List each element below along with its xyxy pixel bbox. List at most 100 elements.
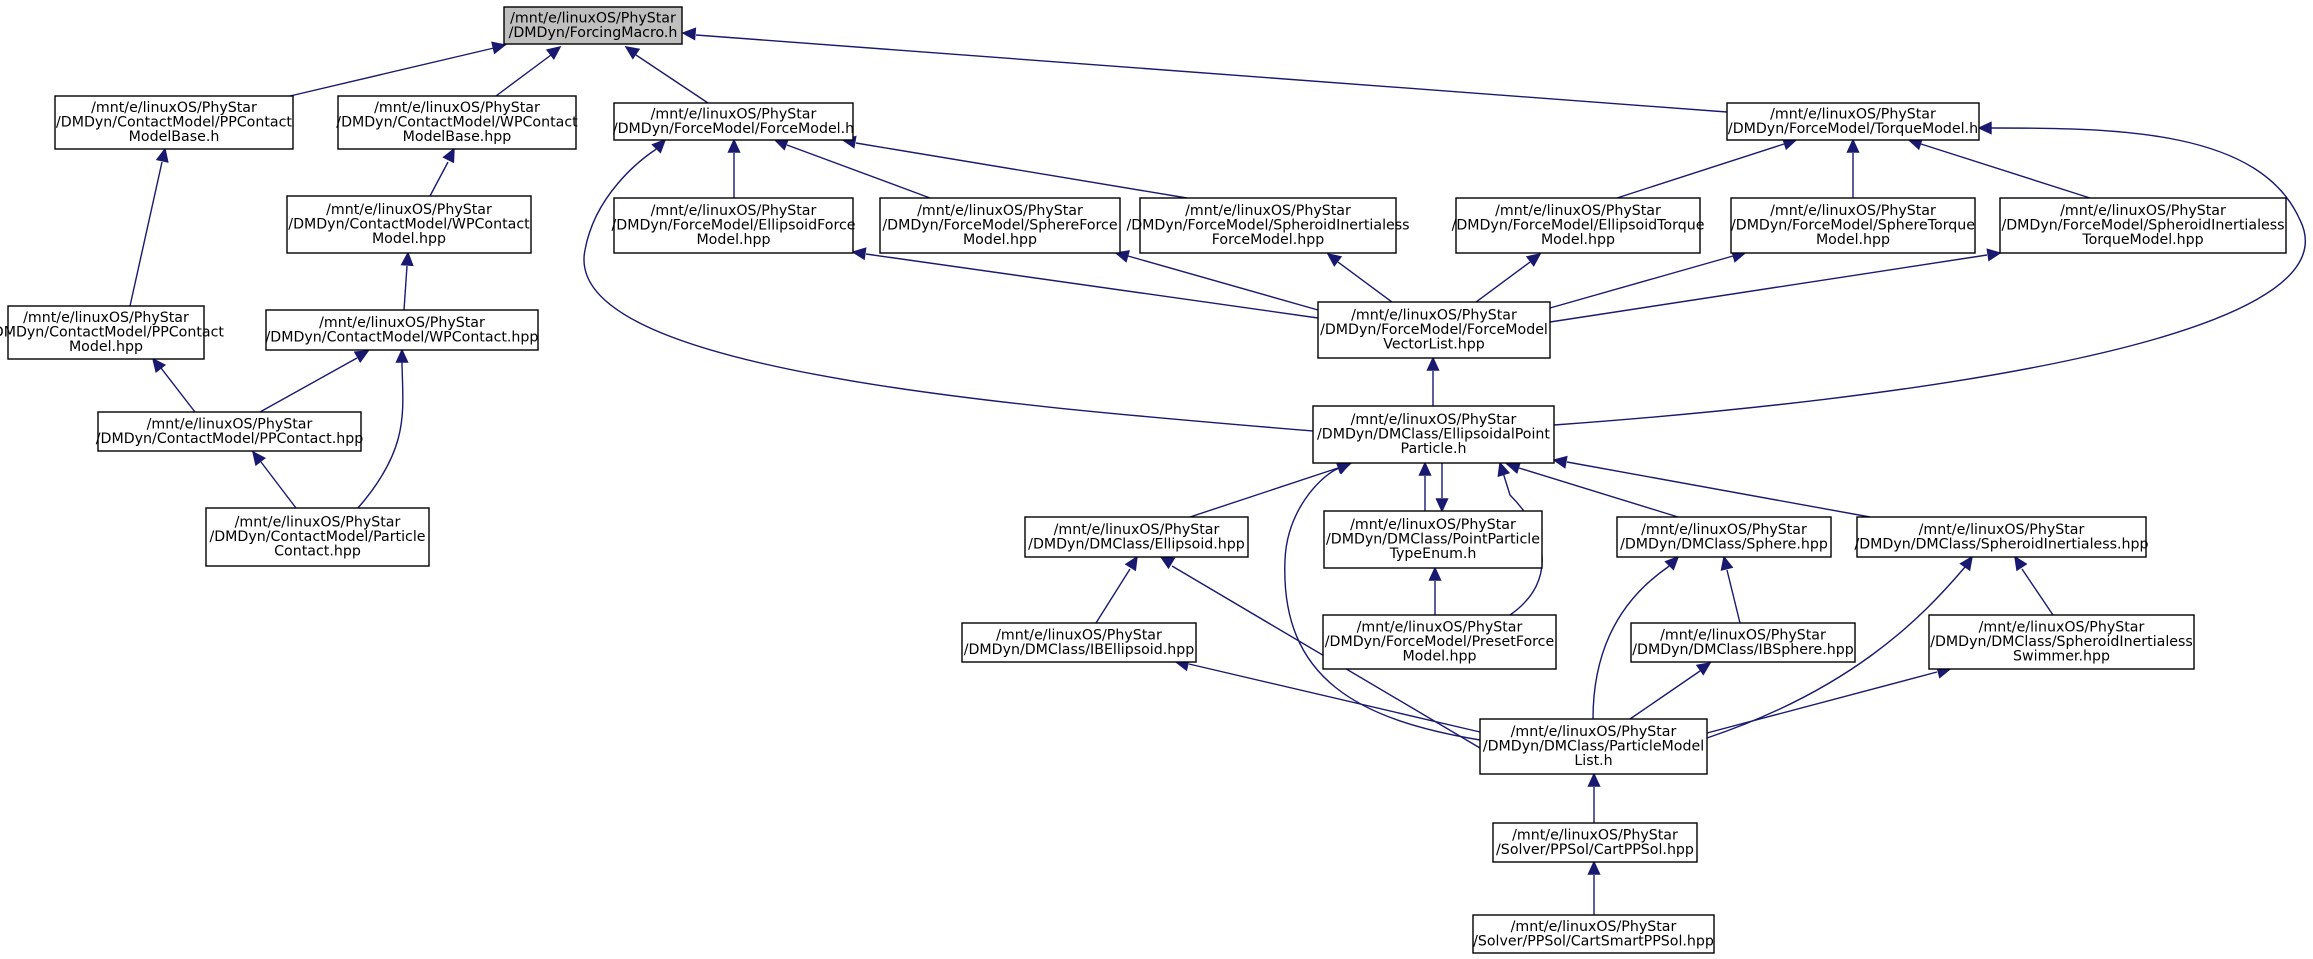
edge-ppcontact-to-wpcontact	[259, 350, 370, 413]
node-label-line: /mnt/e/linuxOS/PhyStar	[1770, 203, 1936, 219]
node-label-line: ForceModel.hpp	[1212, 232, 1325, 248]
node-forcemodel[interactable]: /mnt/e/linuxOS/PhyStar/DMDyn/ForceModel/…	[613, 102, 854, 141]
edge-ppcontactmodel-to-ppcontactmodelbase	[129, 147, 169, 307]
node-particlemodellist[interactable]: /mnt/e/linuxOS/PhyStar/DMDyn/DMClass/Par…	[1479, 718, 1708, 775]
node-spheroidinertialesstorque[interactable]: /mnt/e/linuxOS/PhyStar/DMDyn/ForceModel/…	[1999, 197, 2287, 254]
node-cartppsol[interactable]: /mnt/e/linuxOS/PhyStar/Solver/PPSol/Cart…	[1492, 822, 1698, 863]
node-label-line: /mnt/e/linuxOS/PhyStar	[1660, 627, 1826, 643]
node-box[interactable]	[1726, 102, 1980, 141]
node-spheroidinertialessswimmer[interactable]: /mnt/e/linuxOS/PhyStar/DMDyn/DMClass/Sph…	[1928, 614, 2195, 670]
node-wpcontactmodelbase[interactable]: /mnt/e/linuxOS/PhyStar/DMDyn/ContactMode…	[336, 95, 578, 150]
edge-particlemodellist-to-spheroidinertialess	[1706, 555, 1973, 739]
arrowhead-icon	[1525, 252, 1542, 267]
edge-line	[260, 461, 297, 509]
edge-line	[1706, 671, 1938, 734]
node-box[interactable]	[961, 622, 1197, 663]
arrowhead-icon	[727, 138, 741, 153]
node-box[interactable]	[1472, 914, 1715, 954]
node-label-line: /Solver/PPSol/CartPPSol.hpp	[1496, 842, 1694, 858]
node-ellipsoidalpointparticle[interactable]: /mnt/e/linuxOS/PhyStar/DMDyn/DMClass/Ell…	[1312, 405, 1555, 464]
node-label-line: /mnt/e/linuxOS/PhyStar	[1770, 106, 1936, 122]
node-ellipsoid[interactable]: /mnt/e/linuxOS/PhyStar/DMDyn/DMClass/Ell…	[1024, 516, 1249, 558]
node-wpcontact[interactable]: /mnt/e/linuxOS/PhyStar/DMDyn/ContactMode…	[265, 309, 539, 351]
node-ppcontact[interactable]: /mnt/e/linuxOS/PhyStar/DMDyn/ContactMode…	[96, 411, 363, 452]
node-label-line: /DMDyn/ForceModel/EllipsoidForce	[612, 218, 856, 234]
node-spheroidinertialessforce[interactable]: /mnt/e/linuxOS/PhyStar/DMDyn/ForceModel/…	[1126, 197, 1410, 254]
node-sphere[interactable]: /mnt/e/linuxOS/PhyStar/DMDyn/DMClass/Sph…	[1616, 516, 1832, 558]
arrowhead-icon	[1418, 461, 1432, 476]
node-torquemodel[interactable]: /mnt/e/linuxOS/PhyStar/DMDyn/ForceModel/…	[1726, 102, 1980, 141]
node-box[interactable]	[1492, 822, 1698, 863]
node-ellipsoidforce[interactable]: /mnt/e/linuxOS/PhyStar/DMDyn/ForceModel/…	[612, 197, 856, 254]
node-box[interactable]	[286, 195, 532, 254]
node-box[interactable]	[7, 305, 205, 360]
edge-cartppsol-to-particlemodellist	[1587, 772, 1601, 823]
node-box[interactable]	[1024, 516, 1249, 558]
node-box[interactable]	[1856, 516, 2147, 558]
node-cartsmartppsol[interactable]: /mnt/e/linuxOS/PhyStar/Solver/PPSol/Cart…	[1472, 914, 1715, 954]
arrowhead-icon	[651, 138, 667, 154]
node-label-line: /DMDyn/ContactModel/WPContact	[288, 217, 530, 233]
node-box[interactable]	[1479, 718, 1708, 775]
node-box[interactable]	[54, 95, 294, 150]
edge-wpcontactmodel-to-wpcontactmodelbase	[429, 147, 455, 197]
node-label-line: /DMDyn/DMClass/SpheroidInertialess	[1930, 634, 2193, 650]
node-box[interactable]	[337, 95, 577, 150]
node-box[interactable]	[205, 507, 430, 567]
node-box[interactable]	[1928, 614, 2195, 670]
node-box[interactable]	[1455, 197, 1701, 254]
edge-line	[1337, 261, 1393, 303]
node-box[interactable]	[503, 6, 683, 45]
node-label-line: /DMDyn/ForceModel/PresetForce	[1325, 634, 1554, 650]
node-label-line: /DMDyn/DMClass/IBEllipsoid.hpp	[964, 642, 1195, 658]
node-box[interactable]	[97, 411, 362, 452]
node-box[interactable]	[879, 197, 1121, 254]
node-ibellipsoid[interactable]: /mnt/e/linuxOS/PhyStar/DMDyn/DMClass/IBE…	[961, 622, 1197, 663]
nodes-layer: /mnt/e/linuxOS/PhyStar/DMDyn/ForcingMacr…	[0, 6, 2287, 954]
node-presetforce[interactable]: /mnt/e/linuxOS/PhyStar/DMDyn/ForceModel/…	[1322, 614, 1557, 670]
arrowhead-icon	[155, 147, 169, 163]
node-label-line: Model.hpp	[1816, 232, 1890, 248]
node-spheretorque[interactable]: /mnt/e/linuxOS/PhyStar/DMDyn/ForceModel/…	[1730, 197, 1976, 254]
edge-ellipsoidalpointparticle-to-forcemodel	[583, 138, 1314, 432]
arrowhead-icon	[1552, 455, 1568, 469]
node-box[interactable]	[613, 197, 854, 254]
node-box[interactable]	[1999, 197, 2287, 254]
node-wpcontactmodel[interactable]: /mnt/e/linuxOS/PhyStar/DMDyn/ContactMode…	[286, 195, 532, 254]
arrowhead-icon	[1846, 138, 1860, 153]
arrowhead-icon	[353, 350, 370, 363]
node-spheroidinertialess[interactable]: /mnt/e/linuxOS/PhyStar/DMDyn/DMClass/Sph…	[1854, 516, 2149, 558]
node-forcingmacro[interactable]: /mnt/e/linuxOS/PhyStar/DMDyn/ForcingMacr…	[503, 6, 683, 45]
node-pointparticletypeenum[interactable]: /mnt/e/linuxOS/PhyStar/DMDyn/DMClass/Poi…	[1323, 510, 1543, 569]
node-box[interactable]	[613, 102, 854, 141]
node-box[interactable]	[1616, 516, 1832, 558]
edge-line	[1189, 467, 1339, 518]
node-box[interactable]	[265, 309, 539, 351]
node-ibsphere[interactable]: /mnt/e/linuxOS/PhyStar/DMDyn/DMClass/IBS…	[1630, 622, 1856, 663]
node-ppcontactmodelbase[interactable]: /mnt/e/linuxOS/PhyStar/DMDyn/ContactMode…	[54, 95, 294, 150]
node-particlecontact[interactable]: /mnt/e/linuxOS/PhyStar/DMDyn/ContactMode…	[205, 507, 430, 567]
node-box[interactable]	[1322, 614, 1557, 670]
node-box[interactable]	[1317, 301, 1551, 359]
arrowhead-icon	[1959, 555, 1973, 572]
node-label-line: /mnt/e/linuxOS/PhyStar	[1511, 919, 1677, 935]
node-sphereforce[interactable]: /mnt/e/linuxOS/PhyStar/DMDyn/ForceModel/…	[879, 197, 1121, 254]
node-label-line: Model.hpp	[69, 339, 143, 355]
node-ppcontactmodel[interactable]: /mnt/e/linuxOS/PhyStar/DMDyn/ContactMode…	[0, 305, 224, 360]
edge-forcemodelvectorlist-to-ellipsoidforce	[851, 247, 1319, 319]
node-label-line: /DMDyn/DMClass/SpheroidInertialess.hpp	[1854, 536, 2148, 552]
node-box[interactable]	[1312, 405, 1555, 464]
edge-line	[160, 367, 196, 413]
node-box[interactable]	[1139, 197, 1397, 254]
node-box[interactable]	[1630, 622, 1856, 663]
edge-line	[129, 161, 163, 307]
node-forcemodelvectorlist[interactable]: /mnt/e/linuxOS/PhyStar/DMDyn/ForceModel/…	[1317, 301, 1551, 359]
edge-ppcontact-to-ppcontactmodel	[151, 357, 196, 413]
node-label-line: /mnt/e/linuxOS/PhyStar	[1512, 827, 1678, 843]
node-box[interactable]	[1730, 197, 1976, 254]
arrowhead-icon	[1335, 462, 1352, 475]
node-ellipsoidtorque[interactable]: /mnt/e/linuxOS/PhyStar/DMDyn/ForceModel/…	[1452, 197, 1705, 254]
node-box[interactable]	[1323, 510, 1543, 569]
node-label-line: /DMDyn/ForceModel/SphereTorque	[1731, 218, 1975, 234]
